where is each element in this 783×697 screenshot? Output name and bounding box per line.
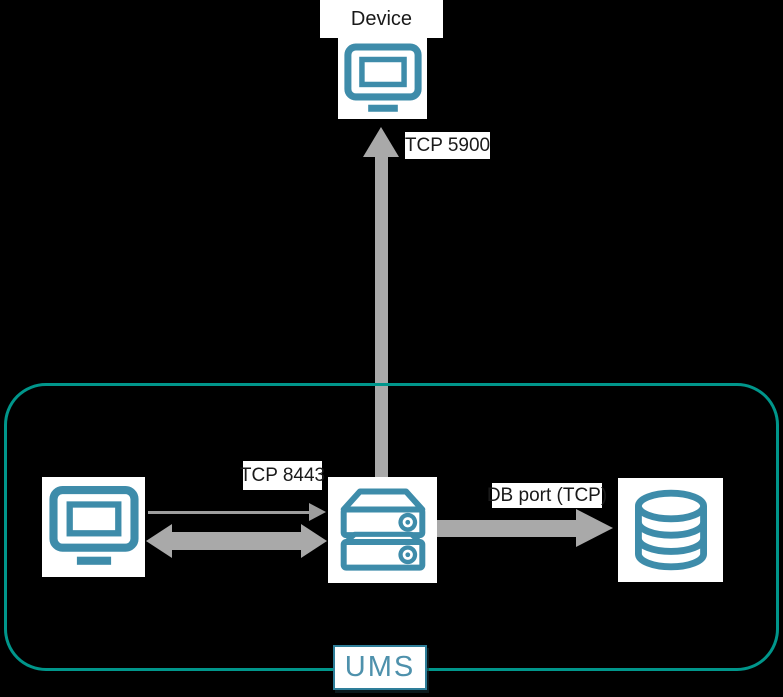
arrowhead-right-thin-icon xyxy=(309,503,326,521)
database-icon xyxy=(634,489,707,571)
arrowhead-right-icon xyxy=(301,524,327,558)
arrowhead-up-icon xyxy=(363,127,399,157)
ums-server-node xyxy=(328,477,437,583)
arrowhead-left-icon xyxy=(146,524,172,558)
arrow-server-to-database-shaft xyxy=(437,520,577,537)
ums-label-text: UMS xyxy=(344,651,416,683)
arrow-console-server-bidirectional-shaft xyxy=(171,532,302,550)
monitor-icon xyxy=(343,43,422,112)
ums-container-label: UMS xyxy=(333,645,427,690)
edge-label-tcp-8443: TCP 8443 xyxy=(240,461,325,490)
device-node xyxy=(338,38,427,119)
arrowhead-right-db-icon xyxy=(576,509,613,547)
server-icon xyxy=(340,488,425,571)
arrow-console-to-server-shaft xyxy=(148,511,311,514)
database-node xyxy=(618,478,723,582)
arrow-server-to-device-shaft xyxy=(375,153,388,477)
edge-label-tcp-5900: TCP 5900 xyxy=(405,132,490,159)
console-node xyxy=(42,477,145,577)
device-node-label: Device xyxy=(320,0,443,38)
edge-label-db-port: DB port (TCP) xyxy=(487,483,607,508)
monitor-icon xyxy=(48,486,139,565)
